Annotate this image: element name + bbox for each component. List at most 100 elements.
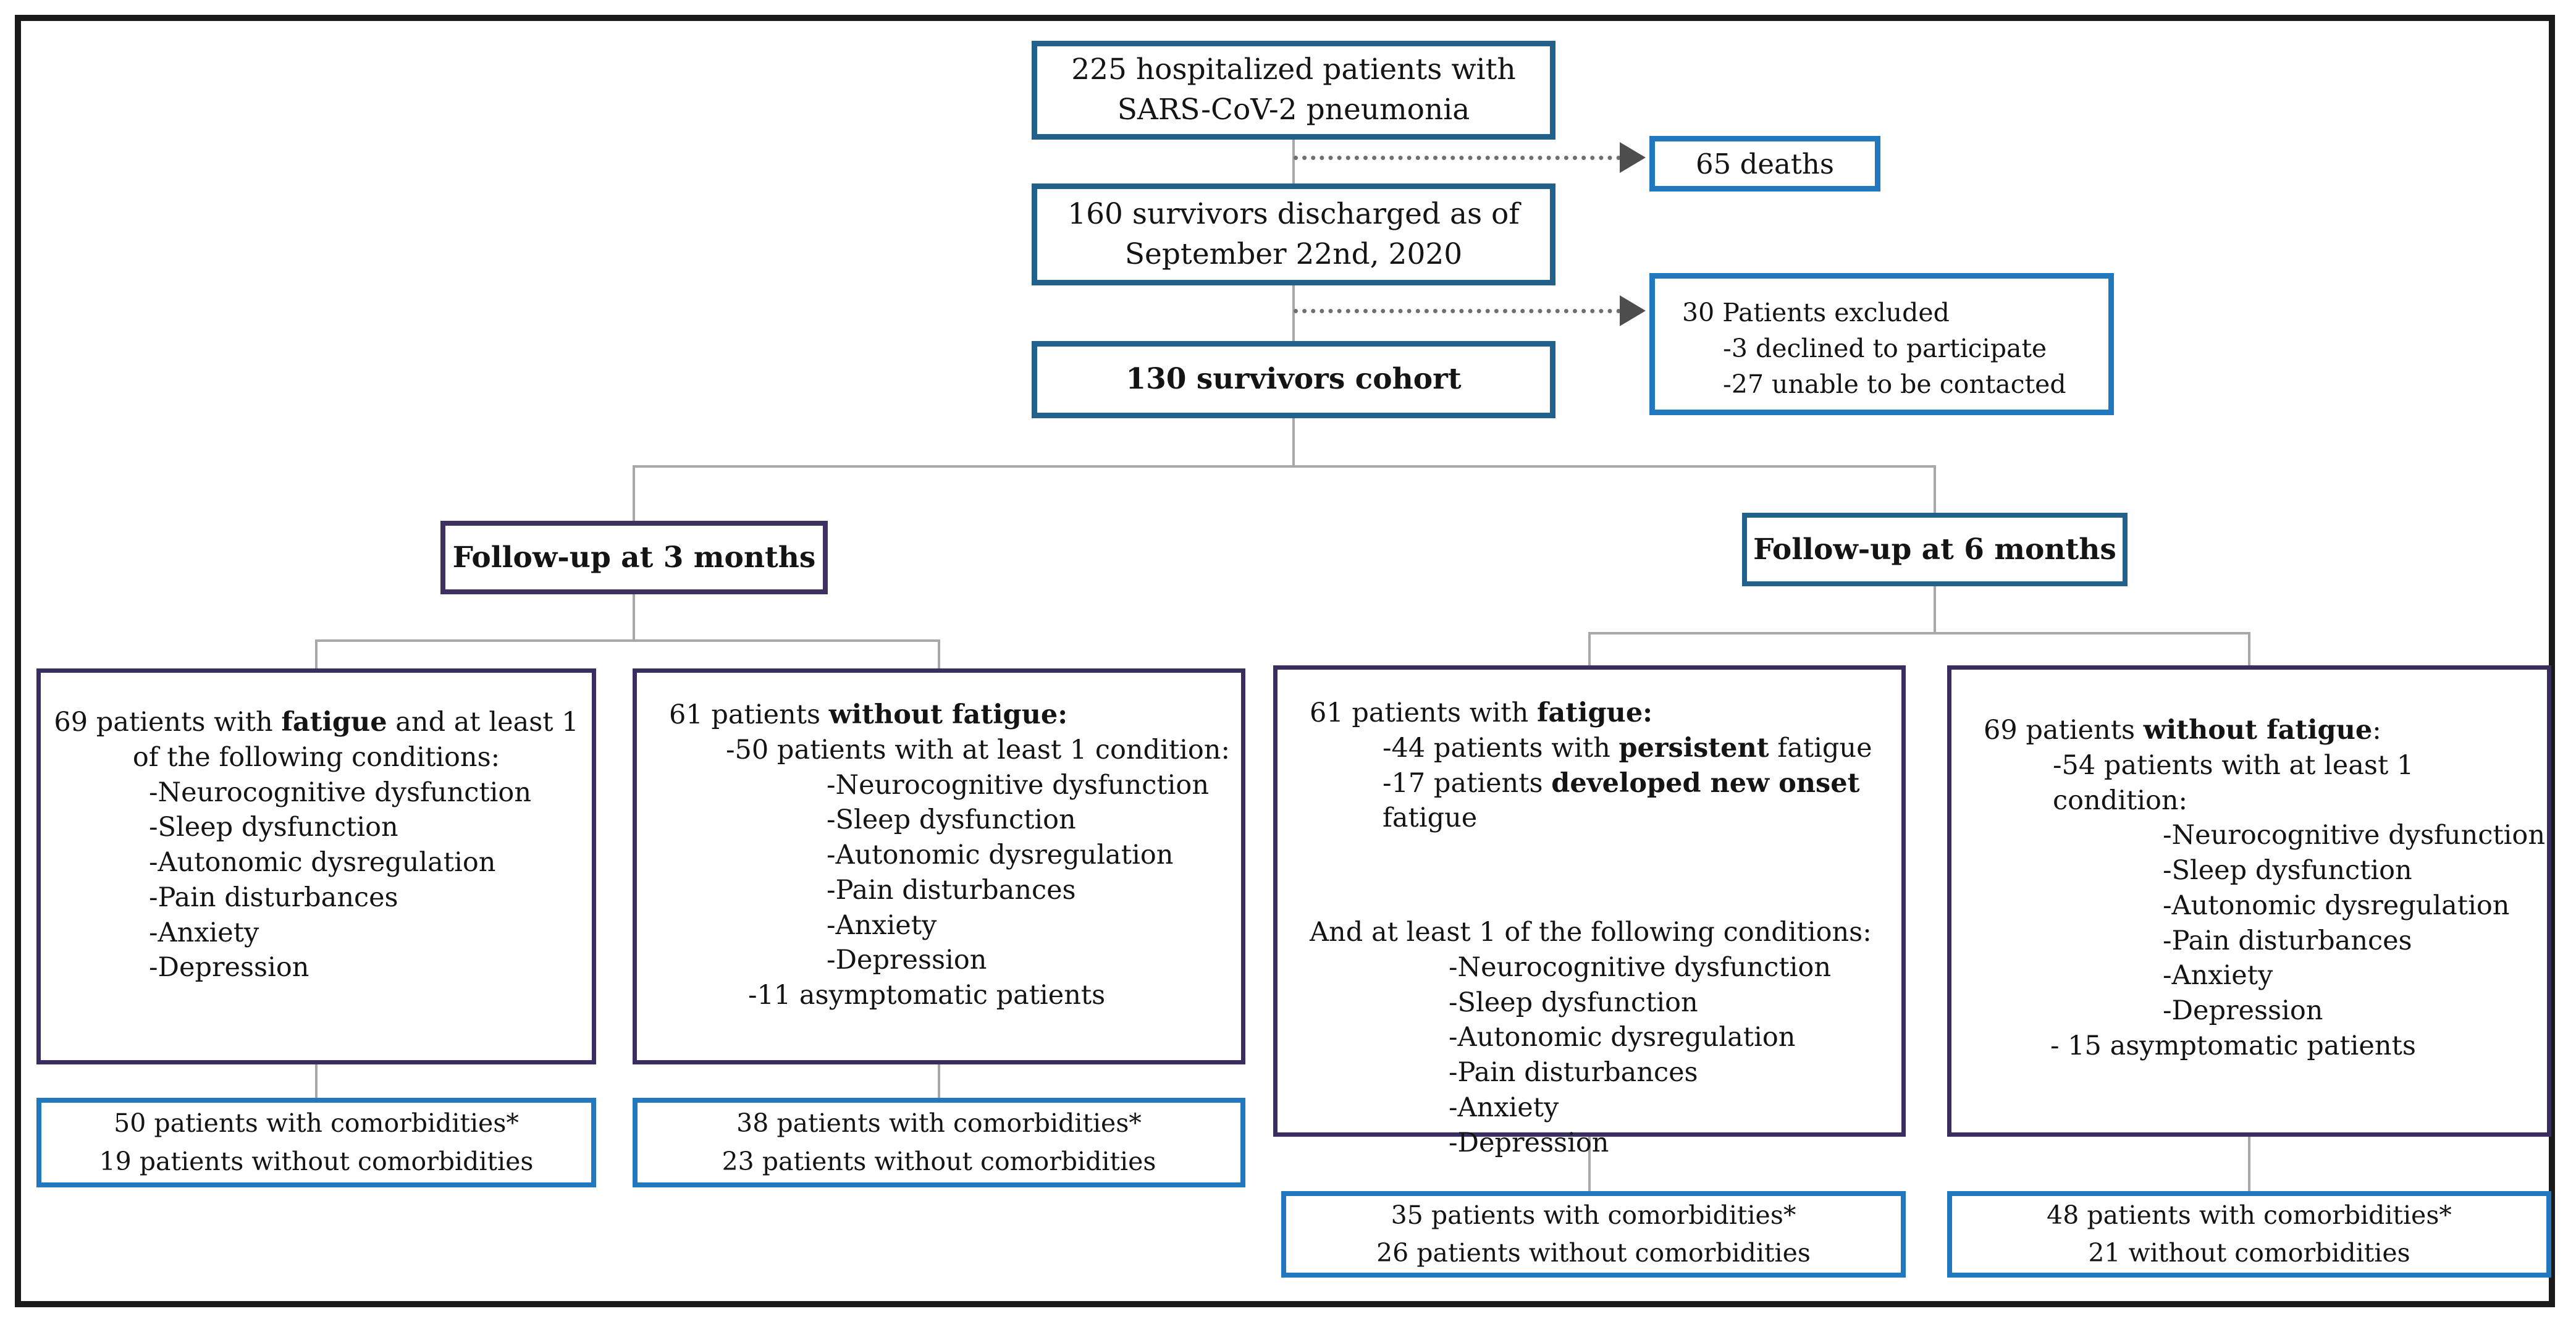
- box-survivors-discharged: 160 survivors discharged as of September…: [1032, 183, 1555, 285]
- connector-to-fatigue6: [1588, 632, 1591, 667]
- condition-item: -Neurocognitive dysfunction: [2163, 820, 2546, 851]
- box-followup-3-months: Follow-up at 3 months: [440, 521, 828, 594]
- box-fatigue-3-months: 69 patients with fatigue and at least 1 …: [36, 668, 596, 1064]
- connector-branch-followups: [633, 465, 1936, 468]
- box-followup-6-months: Follow-up at 6 months: [1742, 513, 2128, 586]
- box-text-line: -54 patients with at least 1 condition:: [2053, 749, 2414, 816]
- text-segment-bold: developed new onset: [1551, 767, 1860, 799]
- box-text-line: 65 deaths: [1696, 147, 1834, 180]
- condition-item: -Pain disturbances: [2163, 925, 2412, 956]
- text-segment-bold: without fatigue:: [828, 699, 1068, 730]
- box-fatigue-6-months: 61 patients with fatigue: -44 patients w…: [1273, 665, 1906, 1158]
- condition-item: -Sleep dysfunction: [149, 812, 398, 843]
- text-segment: :: [2372, 715, 2381, 746]
- box-text-line: -3 declined to participate: [1723, 334, 2047, 364]
- connector-nofatigue6-comorbid: [2248, 1137, 2250, 1192]
- connector-fatigue3-comorbid: [315, 1064, 318, 1099]
- flowchart-frame: 225 hospitalized patients with SARS-CoV-…: [15, 15, 2555, 1307]
- condition-item: -Sleep dysfunction: [2163, 855, 2412, 886]
- text-segment: 61 patients with: [1310, 697, 1537, 728]
- condition-item: -Depression: [2163, 995, 2323, 1026]
- text-segment: fatigue: [1383, 803, 1478, 834]
- dotted-connector-deaths: [1294, 156, 1621, 160]
- condition-item: -Autonomic dysregulation: [149, 847, 496, 878]
- box-text-line: Follow-up at 3 months: [452, 541, 816, 575]
- box-survivors-cohort: 130 survivors cohort: [1032, 341, 1555, 418]
- connector-to-nofatigue3: [938, 639, 940, 670]
- arrow-right-icon: [1620, 295, 1646, 326]
- connector-to-followup6: [1934, 465, 1936, 514]
- text-segment: -17 patients: [1383, 767, 1552, 799]
- box-text-line: SARS-CoV-2 pneumonia: [1117, 93, 1470, 127]
- condition-item: -Autonomic dysregulation: [1449, 1022, 1796, 1053]
- box-text-line: 61 patients with fatigue:: [1310, 696, 1901, 731]
- connector-to-nofatigue6: [2248, 632, 2250, 667]
- box-text-line: -44 patients with persistent fatigue: [1383, 731, 1901, 766]
- text-segment-bold: fatigue:: [1536, 697, 1653, 728]
- text-segment: 69 patients with: [54, 707, 282, 738]
- box-text-line: 50 patients with comorbidities*: [114, 1108, 519, 1138]
- condition-item: -Neurocognitive dysfunction: [1449, 951, 1832, 983]
- text-segment: 61 patients: [669, 699, 829, 730]
- box-text-line: -17 patients developed new onset fatigue: [1383, 766, 1901, 836]
- box-comorbidities-fatigue-6mo: 35 patients with comorbidities* 26 patie…: [1281, 1191, 1906, 1278]
- box-text-line: -27 unable to be contacted: [1723, 369, 2066, 400]
- box-text-line: 160 survivors discharged as of: [1067, 196, 1520, 231]
- box-text-line: September 22nd, 2020: [1124, 237, 1463, 271]
- condition-item: -Autonomic dysregulation: [2163, 890, 2510, 921]
- connector-cohort-stem: [1292, 417, 1295, 468]
- condition-item: -Anxiety: [149, 917, 259, 948]
- condition-item: -Neurocognitive dysfunction: [827, 769, 1210, 801]
- condition-item: -Autonomic dysregulation: [827, 840, 1174, 870]
- box-comorbidities-fatigue-3mo: 50 patients with comorbidities* 19 patie…: [36, 1098, 596, 1187]
- box-text-line: And at least 1 of the following conditio…: [1310, 917, 1872, 948]
- text-segment: -44 patients with: [1383, 732, 1619, 764]
- box-text-line: 48 patients with comorbidities*: [2047, 1200, 2452, 1230]
- box-nofatigue-6-months: 69 patients without fatigue: -54 patient…: [1947, 665, 2551, 1137]
- connector-followup3-stem: [633, 593, 635, 642]
- text-segment-bold: persistent: [1618, 732, 1769, 764]
- box-comorbidities-nofatigue-3mo: 38 patients with comorbidities* 23 patie…: [633, 1098, 1245, 1187]
- text-segment-bold: fatigue: [281, 707, 387, 738]
- box-text-line: 38 patients with comorbidities*: [736, 1108, 1142, 1138]
- connector-nofatigue3-comorbid: [938, 1064, 940, 1099]
- box-text-line: 225 hospitalized patients with: [1071, 53, 1516, 87]
- box-text-line: -11 asymptomatic patients: [748, 980, 1106, 1011]
- box-text-line: 23 patients without comorbidities: [722, 1146, 1156, 1176]
- box-patients-excluded: 30 Patients excluded -3 declined to part…: [1649, 273, 2114, 415]
- condition-item: -Sleep dysfunction: [1449, 987, 1698, 1018]
- connector-followup6-stem: [1934, 585, 1936, 634]
- condition-item: -Sleep dysfunction: [827, 804, 1076, 836]
- box-text-line: of the following conditions:: [132, 741, 500, 773]
- condition-item: -Depression: [827, 945, 987, 976]
- text-segment-bold: without fatigue: [2143, 715, 2373, 746]
- box-deaths: 65 deaths: [1649, 136, 1880, 192]
- box-text-line: 19 patients without comorbidities: [99, 1146, 534, 1176]
- box-comorbidities-nofatigue-6mo: 48 patients with comorbidities* 21 witho…: [1947, 1191, 2551, 1278]
- condition-item: -Neurocognitive dysfunction: [149, 777, 532, 808]
- box-nofatigue-3-months: 61 patients without fatigue: -50 patient…: [633, 668, 1245, 1064]
- box-text-line: Follow-up at 6 months: [1753, 533, 2116, 567]
- text-segment: fatigue: [1769, 732, 1872, 764]
- box-hospitalized-patients: 225 hospitalized patients with SARS-CoV-…: [1032, 41, 1555, 140]
- connector-fatigue6-comorbid: [1588, 1137, 1591, 1192]
- box-text-line: 130 survivors cohort: [1126, 362, 1462, 397]
- condition-item: -Pain disturbances: [149, 882, 398, 913]
- box-text-line: 61 patients without fatigue:: [669, 697, 1241, 733]
- connector-branch-6months: [1588, 632, 2250, 634]
- box-text-line: -50 patients with at least 1 condition:: [726, 734, 1230, 765]
- text-segment: 69 patients: [1984, 715, 2144, 746]
- condition-item: -Anxiety: [827, 909, 937, 941]
- box-text-line: 30 Patients excluded: [1682, 298, 1950, 327]
- condition-item: -Pain disturbances: [827, 874, 1076, 906]
- condition-item: -Anxiety: [1449, 1092, 1559, 1123]
- dotted-connector-excluded: [1294, 309, 1621, 313]
- connector-branch-3months: [315, 639, 940, 642]
- condition-item: -Depression: [149, 952, 309, 984]
- box-text-line: 69 patients with fatigue and at least 1: [41, 705, 592, 740]
- condition-item: -Anxiety: [2163, 960, 2273, 992]
- condition-item: -Pain disturbances: [1449, 1057, 1698, 1088]
- arrow-right-icon: [1620, 142, 1646, 173]
- condition-item: -Depression: [1449, 1127, 1609, 1158]
- connector-to-followup3: [633, 465, 635, 522]
